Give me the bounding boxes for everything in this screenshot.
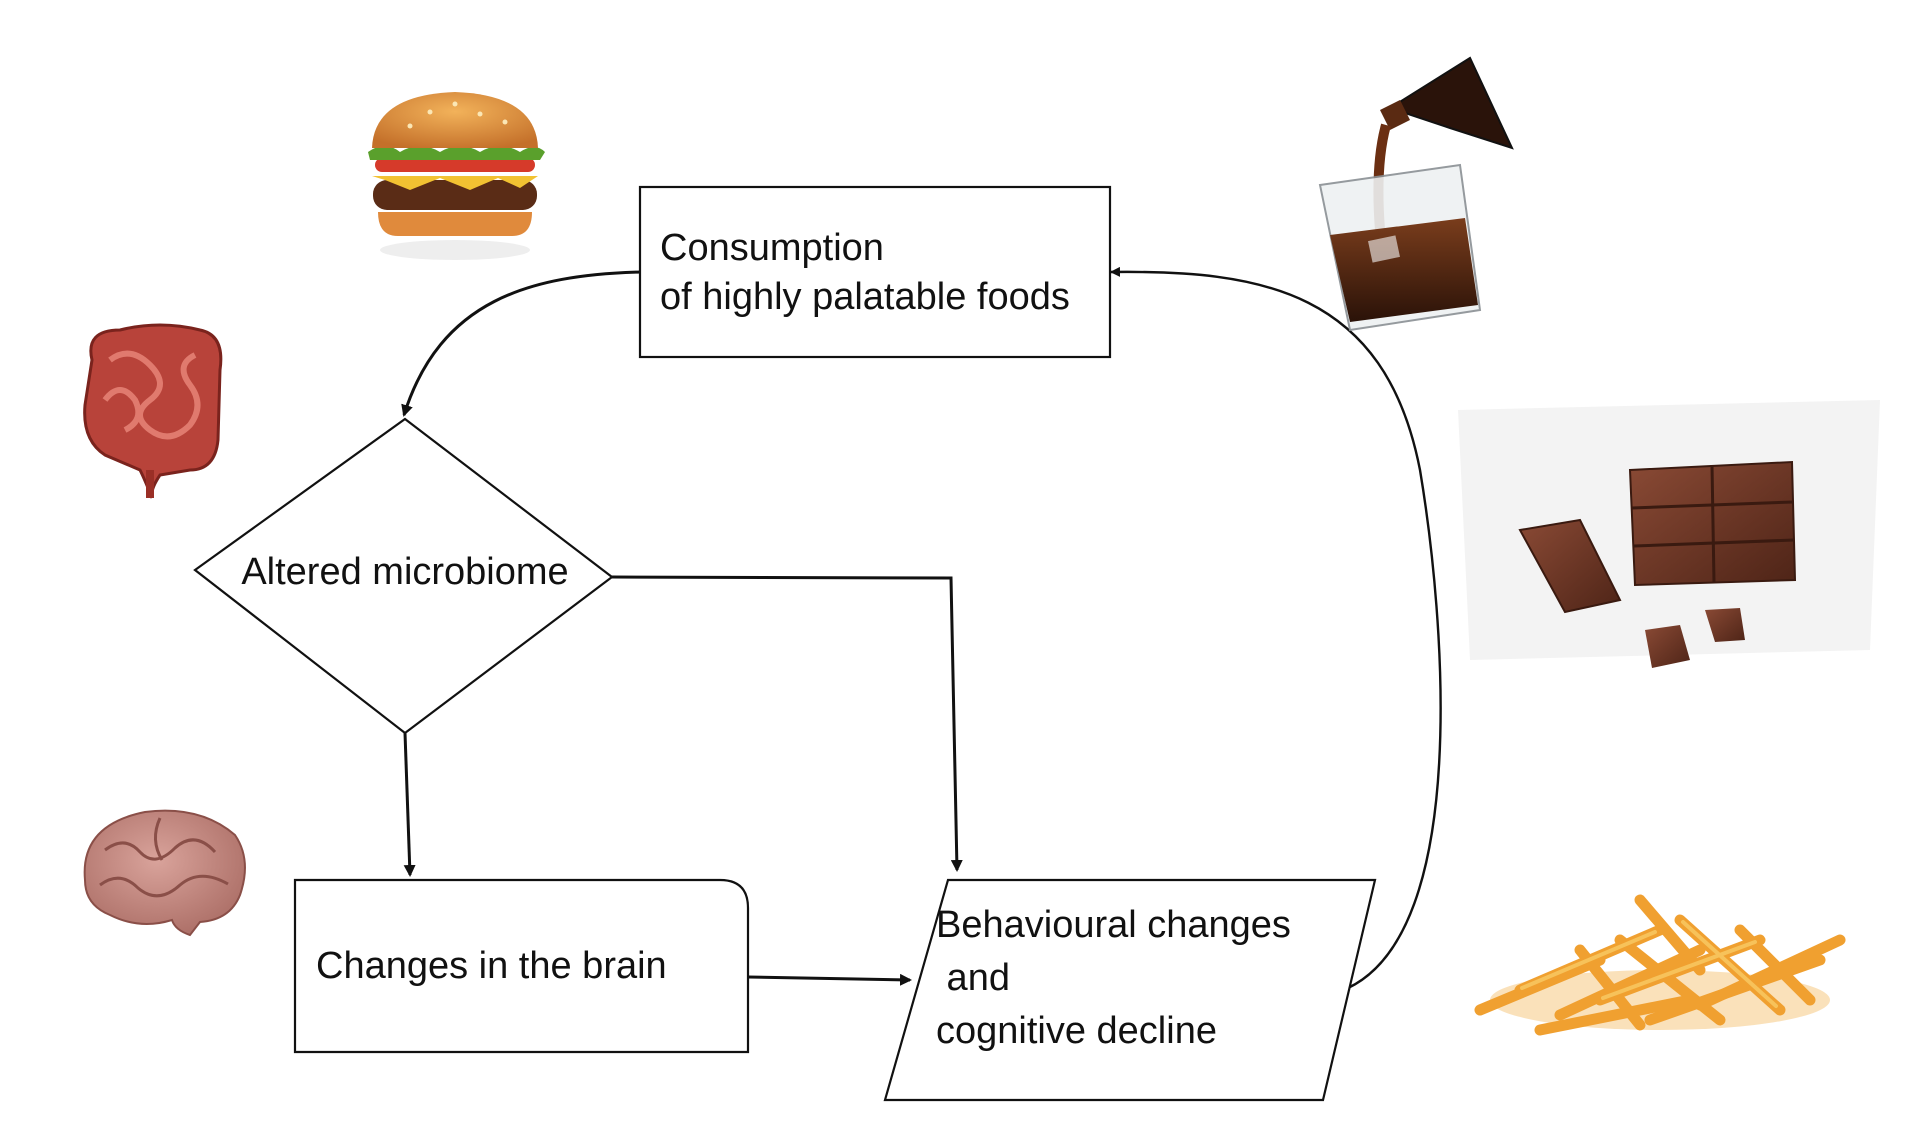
node-consumption-line-2: of highly palatable foods (660, 276, 1070, 318)
edge-behaviour-to-consumption (1110, 266, 1442, 990)
burger-illustration (368, 92, 545, 260)
node-behaviour-line-2: and (936, 957, 1010, 999)
node-brain: Changes in the brain (293, 878, 750, 1054)
edge-microbiome-to-behaviour (611, 575, 963, 872)
fries-illustration (1474, 894, 1846, 1036)
node-consumption-line-1: Consumption (660, 227, 884, 269)
intestine-illustration (83, 323, 223, 499)
node-behaviour-line-3: cognitive decline (936, 1010, 1217, 1052)
node-behaviour: Behavioural changes and cognitive declin… (883, 878, 1377, 1102)
cola-illustration (1318, 56, 1514, 332)
edge-brain-to-behaviour (747, 973, 912, 986)
edge-microbiome-to-brain (403, 732, 416, 877)
node-microbiome: Altered microbiome (193, 417, 614, 735)
node-consumption: Consumption of highly palatable foods (638, 185, 1112, 359)
node-microbiome-label: Altered microbiome (241, 551, 568, 593)
node-behaviour-line-1: Behavioural changes (936, 904, 1291, 946)
node-brain-label: Changes in the brain (316, 945, 667, 987)
edge-consumption-to-microbiome (401, 270, 641, 417)
brain-illustration (83, 809, 246, 937)
chocolate-illustration (1458, 400, 1880, 668)
